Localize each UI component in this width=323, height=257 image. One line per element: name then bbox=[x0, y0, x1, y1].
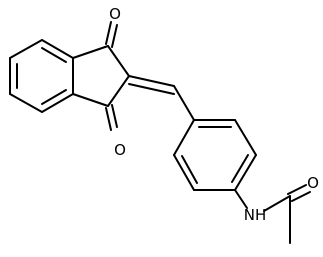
bond bbox=[234, 119, 257, 156]
bond bbox=[41, 93, 74, 113]
bond bbox=[107, 45, 130, 77]
cyclopentadione-ring bbox=[72, 21, 130, 131]
bond bbox=[173, 85, 195, 121]
bond bbox=[9, 93, 43, 113]
bond bbox=[291, 191, 311, 202]
bond bbox=[105, 21, 112, 45]
bond bbox=[111, 24, 118, 48]
exocyclic-methylidene bbox=[128, 75, 195, 121]
bond bbox=[181, 155, 198, 184]
bond bbox=[234, 154, 257, 191]
bond bbox=[107, 75, 130, 107]
bond bbox=[173, 119, 195, 156]
atom-label-oxygen-top: O bbox=[109, 5, 121, 23]
bond bbox=[287, 184, 307, 195]
bond bbox=[128, 75, 175, 87]
bond bbox=[234, 189, 248, 209]
acetamide-group bbox=[234, 184, 311, 244]
para-phenylene-ring bbox=[173, 119, 257, 191]
atom-label-oxygen-amide: O bbox=[307, 174, 319, 192]
bond bbox=[128, 83, 175, 95]
bond bbox=[173, 154, 195, 191]
bond bbox=[41, 47, 67, 63]
atom-label-nh: NH bbox=[244, 206, 267, 224]
bond bbox=[105, 107, 112, 131]
bond bbox=[231, 154, 249, 183]
indane-benzo-ring bbox=[9, 39, 74, 113]
atom-label-oxygen-bottom: O bbox=[114, 141, 126, 159]
bond bbox=[41, 89, 67, 105]
bond bbox=[72, 45, 109, 59]
bond bbox=[41, 39, 74, 59]
bond bbox=[72, 93, 109, 107]
bond bbox=[9, 39, 43, 59]
bond bbox=[263, 195, 291, 212]
bond bbox=[111, 104, 118, 128]
